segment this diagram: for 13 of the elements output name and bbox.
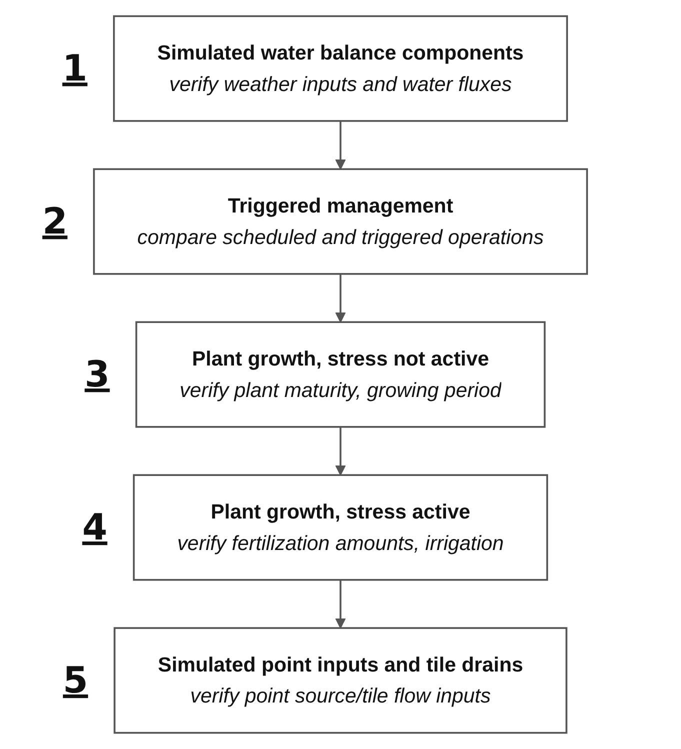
step-number: 1 [62,46,88,90]
step-number: 4 [82,506,108,549]
node-box: Plant growth, stress active verify fertilization amounts, irrigation [132,474,548,581]
arrow [335,426,346,476]
step-number: 3 [84,352,110,396]
arrow [335,274,346,323]
step-number: 5 [62,658,88,702]
node-box: Triggered management compare scheduled and triggered operations [93,168,588,275]
step-number: 2 [42,200,68,243]
arrow [335,580,346,629]
node-box: Simulated water balance components verify weather inputs and water fluxes [113,15,568,122]
node-box: Simulated point inputs and tile drains verify point source/tile flow inputs [114,627,568,734]
arrow [335,120,346,170]
